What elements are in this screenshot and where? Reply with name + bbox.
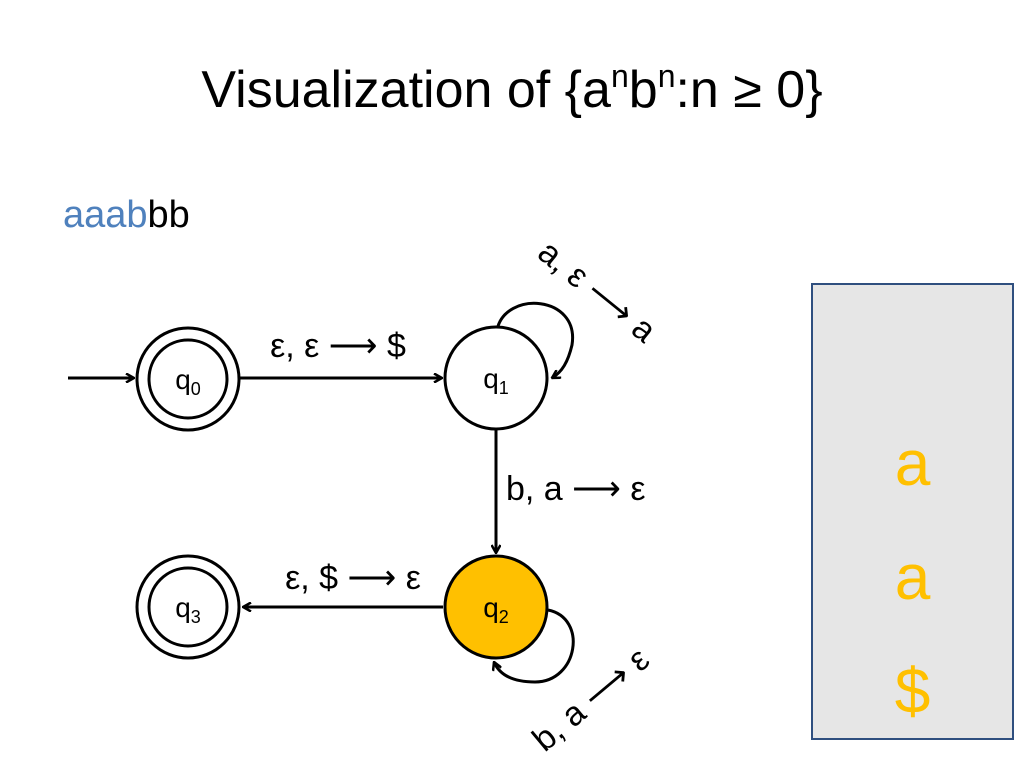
input-string: aaabbb (63, 194, 190, 237)
edge-q2-loop (494, 608, 575, 684)
state-q2: q2 (443, 554, 549, 660)
edge-label-q1-q2: b, a ⟶ ε (506, 470, 646, 508)
state-q1-label: q1 (483, 363, 509, 398)
remaining-input: bb (147, 194, 190, 236)
state-q1: q1 (443, 325, 549, 431)
consumed-input: aaab (63, 194, 148, 236)
edge-label-q2-loop: b, a ⟶ ε (525, 640, 656, 759)
edge-label-q1-loop: a, ε ⟶ a (531, 233, 663, 350)
title-prefix: Visualization of {a (201, 61, 611, 119)
state-q2-label: q2 (483, 592, 509, 627)
title-suffix: :n ≥ 0} (675, 61, 823, 119)
state-q0: q0 (135, 326, 241, 432)
state-q3-label: q3 (175, 592, 201, 627)
state-q3: q3 (135, 554, 241, 660)
title-b: b (628, 61, 658, 119)
stack-box: a a $ (811, 283, 1014, 740)
slide-title: Visualization of {anbn:n ≥ 0} (0, 60, 1024, 120)
state-q0-label: q0 (175, 364, 201, 399)
edge-q1-loop (495, 301, 574, 378)
edge-label-q0-q1: ε, ε ⟶ $ (270, 327, 406, 365)
stack-item: a (894, 427, 931, 499)
title-superscript-n1: n (610, 58, 629, 94)
title-superscript-n2: n (657, 58, 676, 94)
stack-item-bottom: $ (894, 655, 931, 727)
edge-label-q2-q3: ε, $ ⟶ ε (285, 559, 421, 597)
stack-item: a (894, 541, 931, 613)
